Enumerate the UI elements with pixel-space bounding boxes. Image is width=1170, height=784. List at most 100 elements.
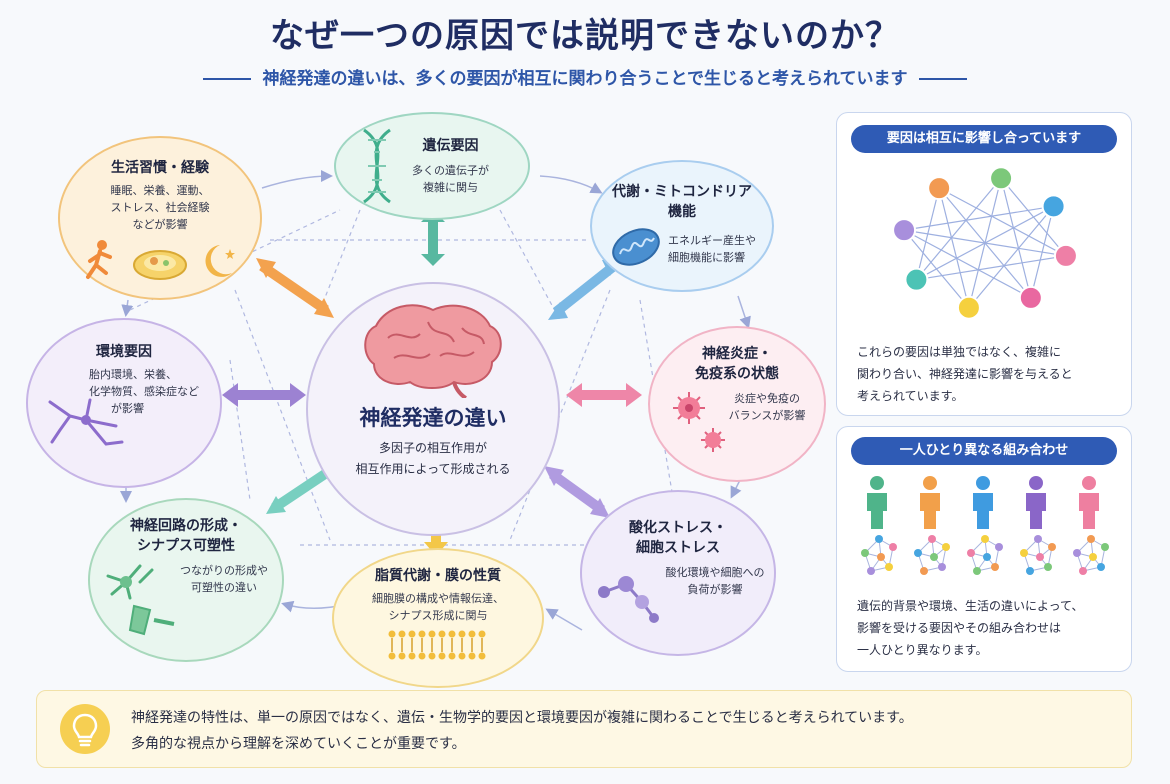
lifestyle-desc-line1: 睡眠、栄養、運動、 [110,184,210,197]
mini-network-icon [914,535,950,575]
oxidative-title: 酸化ストレス・ 細胞ストレス [629,518,727,558]
genetic-desc-line1: 多くの遺伝子が [412,164,489,177]
immune-title-line2: 免疫系の状態 [695,366,779,382]
metabolic-title-line2: 機能 [668,204,696,220]
network-node [927,176,952,201]
arrow-immune [566,383,642,407]
metabolic-title-line1: 代謝・ミトコンドリア [612,184,752,200]
network-link [1030,206,1055,299]
network-node [892,218,917,243]
people-network-row [861,476,1109,575]
network-link [903,205,1054,231]
circuit-title-line2: シナプス可塑性 [137,538,235,554]
mini-network-icon [967,535,1003,575]
mitochondria-icon [612,228,660,266]
lipid-bilayer-icon [388,630,486,660]
summary-box: 神経発達の特性は、単一の原因ではなく、遺伝・生物学的要因と環境要因が複雑に関わる… [36,690,1132,768]
network-link [938,187,1067,257]
network-node [956,295,981,320]
synapse-icon [106,564,175,636]
subtitle-rule-left [202,78,251,80]
person-icon [1026,476,1046,529]
network-node [1041,194,1066,219]
metabolic-title: 代謝・ミトコンドリア 機能 [612,182,752,222]
center-desc: 多因子の相互作用が 相互作用によって形成される [355,438,510,480]
oxidative-title-line1: 酸化ストレス・ [629,520,727,536]
network-link [938,187,970,308]
lightbulb-icon [60,704,110,754]
panel-combination-line2: 影響を受ける要因やその組み合わせは [857,621,1062,635]
panel-interaction-line3: 考えられています。 [857,389,964,403]
panel-interaction-line1: これらの要因は単独ではなく、複雑に [857,345,1062,359]
interaction-network-diagram [892,166,1078,320]
circuit-title-line1: 神経回路の形成・ [130,518,242,534]
oxidative-desc-line1: 酸化環境や細胞への [665,566,765,579]
center-desc-line1: 多因子の相互作用が [378,441,487,455]
person-icon [867,476,887,529]
lipid-title: 脂質代謝・膜の性質 [375,568,501,584]
panel-interaction-line2: 関わり合い、神経発達に影響を与えると [857,367,1073,381]
genetic-desc-line2: 複雑に関与 [423,181,478,194]
circuit-desc: つながりの形成や 可塑性の違い [180,562,268,596]
network-node [1053,243,1078,268]
lifestyle-desc-line3: などが影響 [132,218,188,231]
lipid-desc-line2: シナプス形成に関与 [388,609,488,622]
dna-icon [363,128,391,204]
arrow-lifestyle [259,261,329,315]
network-node [989,166,1014,191]
mini-network-icon [1020,535,1056,575]
immune-title-line1: 神経炎症・ [702,346,772,362]
immune-desc-line1: 炎症や免疫の [734,392,800,405]
panel-combination-heading: 一人ひとり異なる組み合わせ [851,437,1117,465]
metabolic-desc-line1: エネルギー産生や [668,234,756,247]
page-title: なぜ一つの原因では説明できないのか？ [270,16,900,56]
network-link [915,177,1002,281]
brain-icon [364,304,502,398]
center-node: 神経発達の違い 多因子の相互作用が 相互作用によって形成される [306,282,560,536]
environment-desc-line2: 化学物質、感染症など [89,385,199,398]
network-link [903,229,970,309]
environment-desc-line1: 胎内環境、栄養、 [89,368,177,381]
immune-title: 神経炎症・ 免疫系の状態 [695,344,779,384]
circuit-title: 神経回路の形成・ シナプス可塑性 [130,516,242,556]
immune-desc: 炎症や免疫の バランスが影響 [729,390,806,424]
running-person-icon [86,240,112,279]
immune-cell-icon [672,392,725,452]
summary-line1: 神経発達の特性は、単一の原因ではなく、遺伝・生物学的要因と環境要因が複雑に関わる… [131,710,913,726]
network-link [903,229,1032,299]
lifestyle-desc: 睡眠、栄養、運動、 ストレス、社会経験 などが影響 [111,182,210,233]
genetic-desc: 多くの遺伝子が 複雑に関与 [412,162,489,196]
subtitle-rule-right [919,78,968,80]
lifestyle-title: 生活習慣・経験 [111,160,209,176]
arrow-environment [222,383,306,407]
person-icon [920,476,940,529]
panel-combination-line1: 遺伝的背景や環境、生活の違いによって、 [857,599,1084,613]
network-link [1000,178,1032,299]
node-lifestyle: 生活習慣・経験 睡眠、栄養、運動、 ストレス、社会経験 などが影響 [58,136,262,300]
neuron-icon [48,398,124,446]
environment-title: 環境要因 [96,344,152,360]
arrow-oxidative [549,469,605,515]
network-node [1018,285,1043,310]
lifestyle-desc-line2: ストレス、社会経験 [110,201,210,214]
genetic-title: 遺伝要因 [422,138,479,154]
arrow-metabolic [552,262,618,316]
moon-icon [205,245,235,277]
node-environment: 環境要因 胎内環境、栄養、 化学物質、感染症など が影響 [26,318,222,488]
network-link [916,255,1067,281]
node-metabolic: 代謝・ミトコンドリア 機能 エネルギー産生や 細胞機能に影響 [590,160,774,292]
person-icon [973,476,993,529]
node-circuit: 神経回路の形成・ シナプス可塑性 つながりの形成や 可塑性の違い [88,498,284,662]
environment-desc-line3: が影響 [111,402,144,415]
metabolic-desc-line2: 細胞機能に影響 [668,251,745,264]
center-title: 神経発達の違い [359,406,507,430]
summary-line2: 多角的な視点から理解を深めていくことが重要です。 [131,736,466,752]
lipid-desc: 細胞膜の構成や情報伝達、 シナプス形成に関与 [372,590,504,624]
center-desc-line2: 相互作用によって形成される [355,462,511,476]
immune-desc-line2: バランスが影響 [728,409,806,422]
molecule-icon [597,576,659,623]
panel-interaction: 要因は相互に影響し合っています これらの要因は単独ではなく、複雑に 関わり合い、… [836,112,1132,416]
mini-network-icon [861,535,897,575]
node-oxidative: 酸化ストレス・ 細胞ストレス 酸化環境や細胞への 負荷が影響 [580,490,776,656]
